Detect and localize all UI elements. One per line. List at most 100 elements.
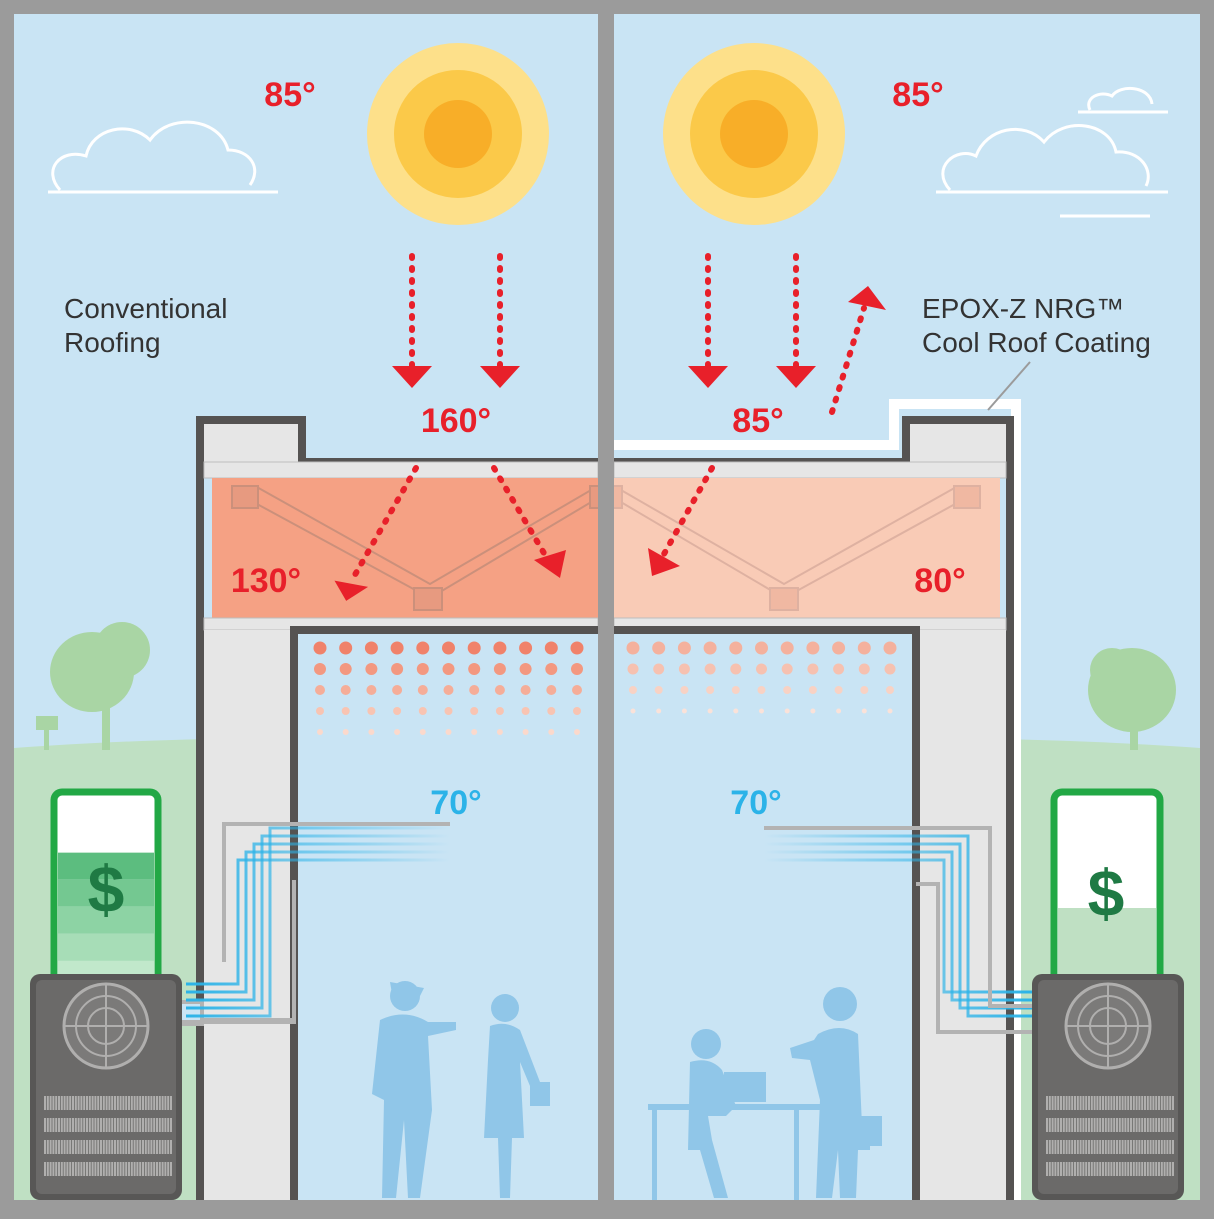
label-pointer [987,361,1031,411]
energy-cost-meter-right: $ [1050,788,1164,996]
right-panel: $ 85° EPOX-Z NRG™ Cool Roof [614,14,1200,1200]
heat-dot [493,663,506,675]
attic-cool [614,478,1000,618]
heat-dot [394,729,401,735]
heat-dot [341,707,350,715]
heat-dot [418,707,427,715]
heat-dot [654,686,663,694]
heat-dot [391,663,404,675]
cloud-icon [936,87,1168,218]
heat-dot [444,707,453,715]
heat-dot [471,729,478,735]
heat-dot [573,707,581,715]
people-silhouette-icon [372,981,550,1198]
heat-dot [755,641,768,655]
heat-dot [339,663,352,675]
heat-dot [756,663,767,675]
heat-dot [626,641,640,655]
left-panel-title-line1: Conventional [64,293,227,324]
sun-ray-arrows-right [661,253,867,557]
heat-dot [681,708,687,714]
heat-dot [860,686,869,694]
left-panel: $ 85° Conventional Roofing 160° [14,14,598,1200]
dollar-icon: $ [88,852,125,926]
heat-dot [677,641,691,655]
heat-dot [806,641,820,655]
heat-dot [467,641,481,655]
right-outdoor-temp: 85° [892,76,943,114]
heat-dot [365,663,378,675]
heat-dot [313,641,327,655]
right-panel-title-line2: Cool Roof Coating [922,327,1151,358]
heat-dot [759,708,764,714]
heat-dot [571,663,583,675]
heat-dot [784,708,790,714]
heat-dot [519,641,533,655]
cloud-icon [48,120,278,194]
arrow-heads-right [648,286,886,576]
heat-dot [706,686,715,694]
heat-dot [680,686,689,694]
right-indoor-temp: 70° [730,784,781,822]
heat-dot [339,641,353,655]
heat-dot [630,708,636,714]
heat-dot [629,686,637,694]
sun-icon [663,43,845,225]
heat-dot [707,708,713,714]
heat-dot [781,663,793,675]
heat-dot [836,708,842,714]
heat-dot [858,663,870,675]
energy-cost-meter-left: $ [50,788,162,996]
right-panel-title-line1: EPOX-Z NRG™ [922,293,1124,324]
left-indoor-temp: 70° [430,784,481,822]
heat-dot [316,707,324,715]
heat-dot [314,663,326,675]
heat-dot [393,707,402,715]
heat-dot [340,685,351,695]
heat-dot [703,641,717,655]
heat-dot [368,729,375,735]
heat-dot [315,685,325,695]
heat-dot [367,707,376,715]
heat-dot [883,641,897,655]
heat-dot [731,686,740,694]
heat-dot [494,685,505,695]
heat-dot [678,663,690,675]
heat-dot [547,707,556,715]
heat-dot [442,663,455,675]
arrow-heads-left [334,366,566,601]
ac-duct-right [764,826,1032,1034]
dollar-icon: $ [1088,856,1125,930]
left-panel-title-line2: Roofing [64,327,161,358]
heat-dot [656,708,662,714]
right-attic-temp: 80° [914,562,965,600]
building-right [614,399,1021,1200]
ac-fan-icon [1032,974,1184,1200]
heat-dot [807,663,819,675]
heat-dot [469,685,480,695]
heat-dot [733,708,739,714]
heat-dot [886,686,894,694]
heat-dot [627,663,639,675]
ac-fan-icon [30,974,182,1200]
heat-dot [342,729,349,735]
attic-hot [212,478,598,618]
heat-dot [780,641,794,655]
heat-dot [544,641,558,655]
heat-dot [884,663,896,675]
heat-dot [317,729,323,735]
heat-dots-right [626,641,897,714]
heat-dot [416,641,430,655]
heat-dot [468,663,481,675]
heat-dot [861,708,867,714]
heat-dot [730,663,742,675]
heat-dot [810,708,816,714]
heat-dot [392,685,403,695]
heat-dot [704,663,716,675]
heat-dot [495,707,504,715]
heat-dot [546,685,557,695]
heat-dot [729,641,743,655]
people-silhouette-icon [648,987,882,1200]
tree-icon [1088,648,1176,750]
heat-dot [416,663,429,675]
